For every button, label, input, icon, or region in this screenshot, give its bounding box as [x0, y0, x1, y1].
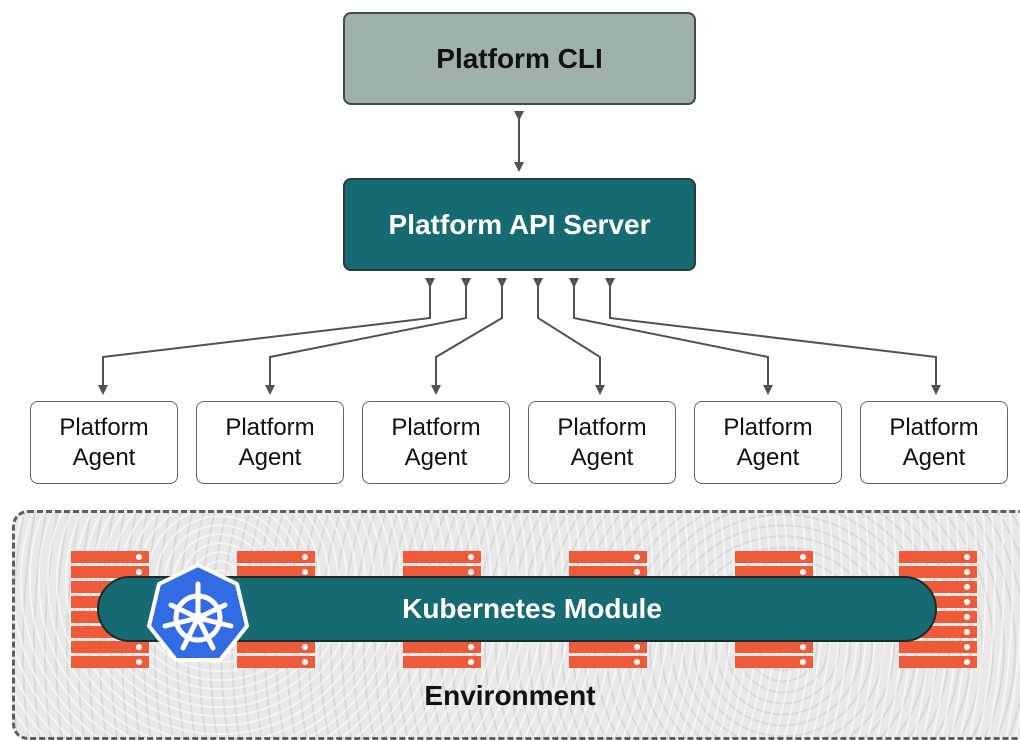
- platform-agent-node-1: Platform Agent: [30, 401, 178, 484]
- agent-label: Platform Agent: [557, 413, 647, 471]
- agent-connector-3: [431, 278, 507, 395]
- environment-label: Environment: [424, 680, 596, 711]
- platform-agent-node-4: Platform Agent: [528, 401, 676, 484]
- agent-label: Platform Agent: [889, 413, 979, 471]
- agent-label: Platform Agent: [225, 413, 315, 471]
- connectors: [98, 111, 941, 395]
- agent-connector-1: [98, 278, 435, 395]
- agent-label: Platform Agent: [391, 413, 481, 471]
- agent-label: Platform Agent: [723, 413, 813, 471]
- kubernetes-module-label: Kubernetes Module: [402, 593, 662, 624]
- platform-agent-node-5: Platform Agent: [694, 401, 842, 484]
- agent-connector-5: [569, 278, 773, 395]
- platform-agent-node-6: Platform Agent: [860, 401, 1008, 484]
- agent-connector-4: [533, 278, 605, 395]
- platform-cli-node: Platform CLI: [343, 12, 696, 105]
- agent-label: Platform Agent: [59, 413, 149, 471]
- agent-connector-6: [605, 278, 941, 395]
- kubernetes-helm-icon: [147, 563, 249, 662]
- platform-agent-node-2: Platform Agent: [196, 401, 344, 484]
- platform-agent-node-3: Platform Agent: [362, 401, 510, 484]
- platform-api-server-node: Platform API Server: [343, 178, 696, 271]
